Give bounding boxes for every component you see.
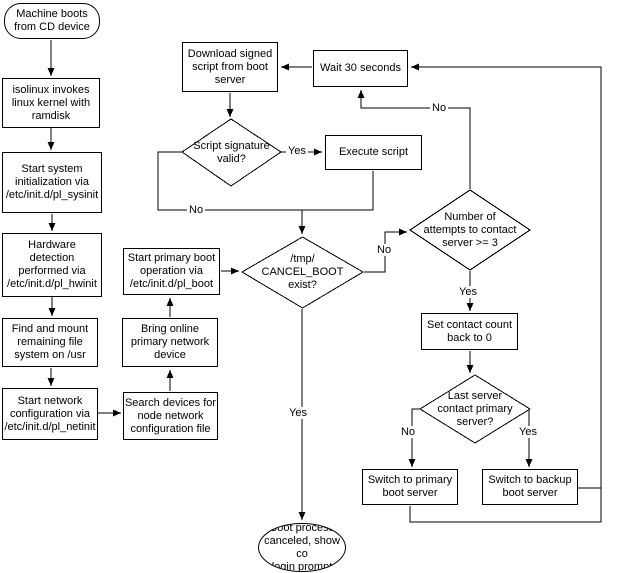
edge-switchprimary-loop-to-wait [409, 63, 602, 523]
label-attempts-no: No [430, 102, 449, 114]
node-pl-boot: Start primary boot operation via /etc/in… [123, 248, 220, 295]
label-signature-no: No [187, 204, 206, 216]
edge-lastserver-no [408, 408, 420, 467]
signature-valid-diamond-shape [181, 118, 282, 187]
node-boot-canceled: Boot process canceled, show co login pro… [258, 523, 346, 572]
node-wait-30-seconds: Wait 30 seconds [313, 50, 408, 87]
label-cancel-yes: Yes [287, 407, 309, 419]
last-server-diamond-shape [419, 374, 531, 444]
node-switch-backup: Switch to backup boot server [482, 469, 578, 505]
label-attempts-yes: Yes [457, 286, 479, 298]
label-signature-yes: Yes [286, 145, 308, 157]
edge-signature-no [157, 151, 302, 211]
node-cancel-boot: /tmp/ CANCEL_BOOT exist? [261, 253, 344, 291]
node-mount-usr: Find and mount remaining file system on … [2, 318, 98, 367]
node-search-devices: Search devices for node network configur… [123, 392, 218, 440]
node-switch-primary: Switch to primary boot server [362, 469, 458, 505]
node-last-server: Last server contact primary server? [437, 389, 513, 428]
label-cancel-no: No [375, 244, 394, 256]
attempts-diamond-shape [409, 189, 531, 271]
edge-execute-down [302, 171, 374, 211]
node-isolinux: isolinux invokes linux kernel with ramdi… [2, 78, 100, 128]
label-last-yes: Yes [517, 426, 539, 438]
cancel-boot-diamond-shape [241, 236, 364, 309]
node-sysinit: Start system initialization via /etc/ini… [2, 152, 102, 213]
node-set-count: Set contact count back to 0 [421, 313, 518, 350]
edge-attempts-no [357, 90, 471, 189]
node-bring-online: Bring online primary network device [122, 318, 218, 367]
label-last-no: No [399, 426, 418, 438]
node-machine-boots: Machine boots from CD device [4, 3, 100, 39]
node-signature-valid: Script signature valid? [193, 139, 270, 165]
node-hwinit: Hardware detection performed via /etc/in… [2, 233, 102, 297]
node-download-script: Download signed script from boot server [182, 42, 278, 92]
node-attempts: Number of attempts to contact server >= … [423, 210, 517, 249]
node-execute-script: Execute script [325, 135, 422, 170]
node-netinit: Start network configuration via /etc/ini… [2, 388, 98, 440]
